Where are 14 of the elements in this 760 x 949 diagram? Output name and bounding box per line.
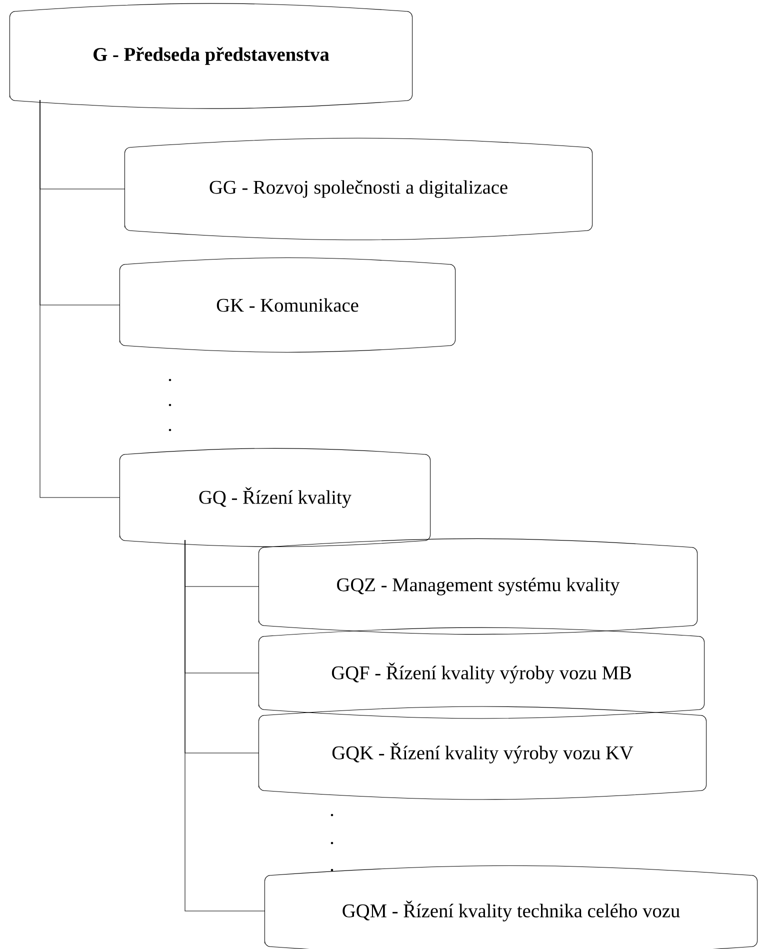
ellipsis-dot: . bbox=[168, 378, 172, 382]
department-box: GQZ - Management systému kvality bbox=[258, 538, 698, 635]
department-box: GK - Komunikace bbox=[119, 258, 456, 352]
connector-line bbox=[184, 540, 265, 912]
connector-line bbox=[40, 100, 120, 498]
department-box: GG - Rozvoj společnosti a digitalizace bbox=[124, 138, 593, 240]
ellipsis-dot: . bbox=[330, 868, 334, 872]
ellipsis-dot: . bbox=[168, 404, 172, 406]
department-box: GQF - Řízení kvality výroby vozu MB bbox=[258, 627, 705, 719]
department-box: G - Předseda představenstva bbox=[9, 3, 413, 109]
department-box: GQK - Řízení kvality výroby vozu KV bbox=[258, 706, 707, 800]
ellipsis-dot: . bbox=[330, 842, 334, 844]
ellipsis-dot: . bbox=[330, 814, 334, 816]
department-box: GQ - Řízení kvality bbox=[119, 448, 431, 547]
